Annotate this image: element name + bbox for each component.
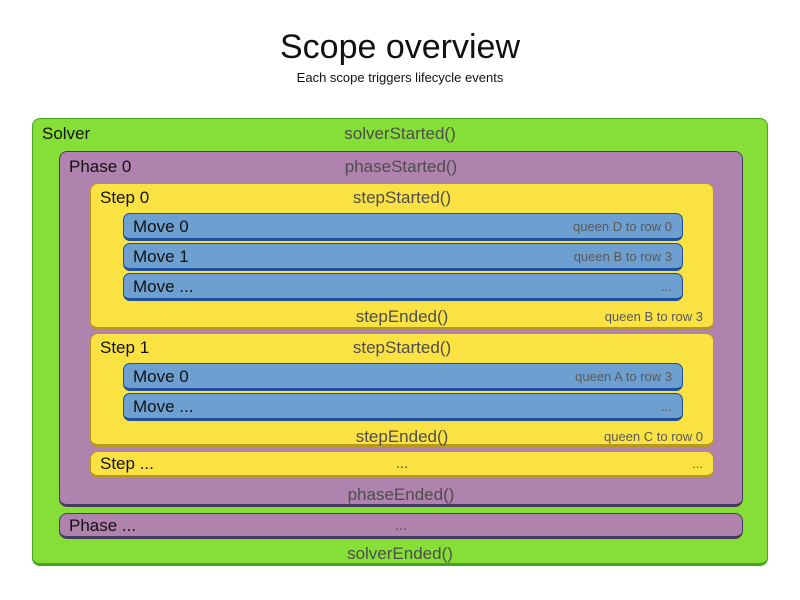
solver-label: Solver [42,124,91,143]
step-1-move-0-box: Move 0 queen A to row 3 [123,363,683,391]
move-label: Move ... [133,277,194,296]
phase-0-label: Phase 0 [69,157,132,176]
step-more-center-ellipsis: ... [395,455,409,472]
phase-ended-event: phaseEnded() [347,485,455,504]
step-1-ended-event: stepEnded() [355,427,449,446]
step-0-label: Step 0 [100,188,150,207]
move-detail: ... [661,399,672,414]
step-0-started-event: stepStarted() [352,188,452,207]
phase-more-scope-box: Phase ... ... [59,513,743,539]
step-1-ended-row: stepEnded() queen C to row 0 [91,423,713,451]
phase-more-label: Phase ... [69,516,137,535]
step-1-header: Step 1 stepStarted() [91,334,713,362]
phase-0-scope-box: Phase 0 phaseStarted() Step 0 stepStarte… [59,151,743,507]
step-more-right-ellipsis: ... [692,456,703,471]
step-0-header: Step 0 stepStarted() [91,184,713,212]
step-0-ended-detail: queen B to row 3 [604,309,703,324]
phase-more-row: Phase ... ... [60,514,742,537]
move-label: Move 0 [133,217,189,236]
step-1-move-more-box: Move ... ... [123,393,683,421]
step-more-scope-box: Step ... ... ... [90,451,714,478]
step-1-label: Step 1 [100,338,150,357]
move-label: Move 1 [133,247,189,266]
step-0-move-0-box: Move 0 queen D to row 0 [123,213,683,241]
step-more-label: Step ... [100,454,154,473]
solver-started-event: solverStarted() [344,124,456,143]
solver-scope-box: Solver solverStarted() Phase 0 phaseStar… [32,118,768,566]
move-label: Move ... [133,397,194,416]
phase-ended-row: phaseEnded() [60,482,742,508]
step-0-scope-box: Step 0 stepStarted() Move 0 queen D to r… [90,183,714,330]
step-0-ended-row: stepEnded() queen B to row 3 [91,303,713,331]
move-detail: ... [661,279,672,294]
step-more-row: Step ... ... ... [91,452,713,476]
phase-0-header: Phase 0 phaseStarted() [60,152,742,182]
move-detail: queen D to row 0 [572,219,672,234]
solver-ended-row: solverEnded() [33,543,767,565]
move-detail: queen B to row 3 [573,249,672,264]
step-1-started-event: stepStarted() [352,338,452,357]
solver-header: Solver solverStarted() [33,119,767,149]
move-detail: queen A to row 3 [575,369,672,384]
solver-ended-event: solverEnded() [347,544,453,563]
page-title: Scope overview [279,28,520,66]
phase-more-center-ellipsis: ... [394,517,408,534]
page-subtitle: Each scope triggers lifecycle events [296,70,504,85]
step-0-ended-event: stepEnded() [355,307,449,326]
step-0-move-more-box: Move ... ... [123,273,683,301]
phase-started-event: phaseStarted() [344,157,458,176]
step-0-move-1-box: Move 1 queen B to row 3 [123,243,683,271]
move-label: Move 0 [133,367,189,386]
step-1-scope-box: Step 1 stepStarted() Move 0 queen A to r… [90,333,714,447]
step-1-ended-detail: queen C to row 0 [603,429,703,444]
